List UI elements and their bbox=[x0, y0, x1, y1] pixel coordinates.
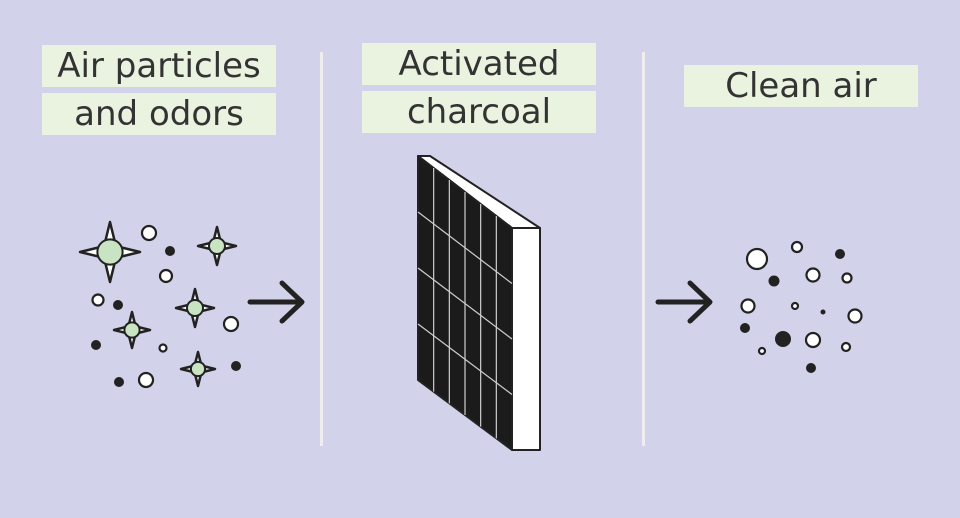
light-particle-icon bbox=[847, 308, 863, 324]
four-point-sparkle-icon bbox=[196, 225, 238, 267]
dark-particle-icon bbox=[835, 249, 845, 259]
light-particle-icon bbox=[804, 331, 822, 349]
four-point-sparkle-icon bbox=[174, 287, 216, 329]
light-particle-icon bbox=[805, 267, 821, 283]
right-arrow-icon bbox=[247, 280, 305, 324]
dark-particle-icon bbox=[740, 323, 750, 333]
dark-particle-icon bbox=[820, 309, 826, 315]
light-particle-icon bbox=[841, 272, 853, 284]
light-particle-icon bbox=[790, 301, 800, 311]
charcoal-filter-icon bbox=[417, 155, 541, 451]
light-particle-icon bbox=[137, 371, 155, 389]
light-particle-icon bbox=[790, 240, 804, 254]
light-particle-icon bbox=[840, 341, 852, 353]
dark-particle-icon bbox=[114, 377, 124, 387]
filter-grid-horizontal bbox=[417, 211, 513, 284]
dark-particle-icon bbox=[775, 331, 791, 347]
light-particle-icon bbox=[158, 268, 174, 284]
light-particle-icon bbox=[140, 224, 158, 242]
panel-3-title-line-1: Clean air bbox=[684, 65, 918, 107]
light-particle-icon bbox=[91, 293, 105, 307]
light-particle-icon bbox=[757, 346, 767, 356]
filter-side-frame bbox=[511, 227, 541, 451]
light-particle-icon bbox=[222, 315, 240, 333]
panel-divider-1 bbox=[320, 52, 323, 446]
odor-sparkles bbox=[78, 220, 238, 388]
panel-2-title-line-2: charcoal bbox=[362, 91, 596, 133]
four-point-sparkle-icon bbox=[112, 310, 152, 350]
light-particle-icon bbox=[740, 298, 756, 314]
panel-2-title-line-1: Activated bbox=[362, 43, 596, 85]
dark-particle-icon bbox=[806, 363, 816, 373]
panel-divider-2 bbox=[642, 52, 645, 446]
filter-grid bbox=[417, 168, 513, 439]
dark-particle-icon bbox=[231, 361, 241, 371]
light-particle-icon bbox=[745, 247, 769, 271]
dark-particle-icon bbox=[768, 275, 780, 287]
dark-particle-icon bbox=[91, 340, 101, 350]
filter-grid-horizontal bbox=[417, 267, 513, 340]
four-point-sparkle-icon bbox=[179, 350, 217, 388]
four-point-sparkle-icon bbox=[78, 220, 142, 284]
light-particle-icon bbox=[158, 343, 168, 353]
dark-particle-icon bbox=[165, 246, 175, 256]
filter-grid-horizontal bbox=[417, 323, 513, 395]
panel-1-title-line-1: Air particles bbox=[42, 45, 276, 87]
particles bbox=[91, 224, 863, 389]
dark-particle-icon bbox=[113, 300, 123, 310]
right-arrow-icon bbox=[655, 280, 713, 324]
panel-1-title-line-2: and odors bbox=[42, 93, 276, 135]
